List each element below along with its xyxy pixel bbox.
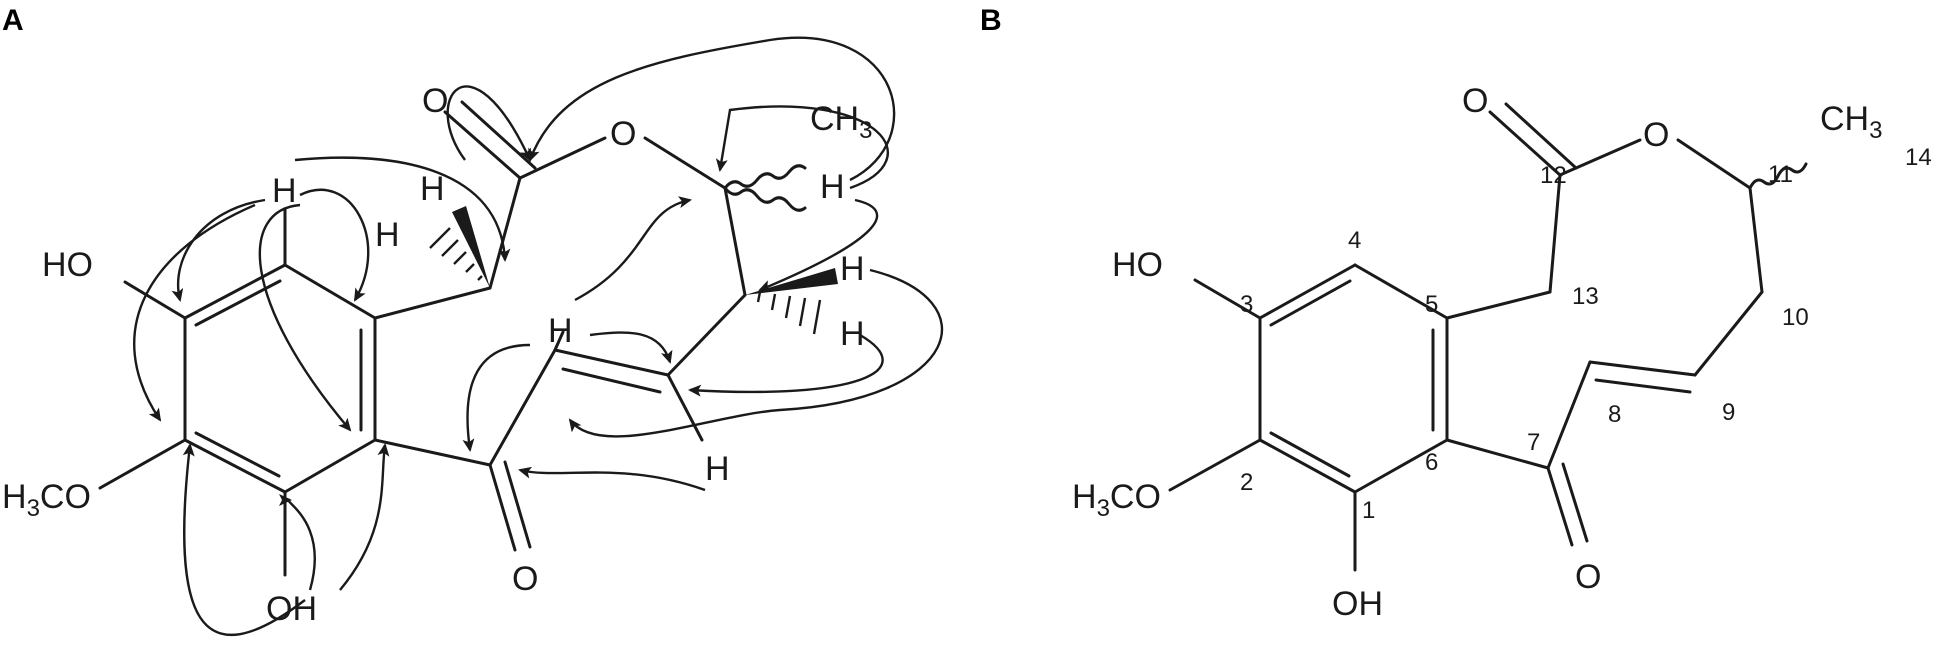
locant-3: 3 xyxy=(1240,291,1253,318)
oh-label-b: OH xyxy=(1332,585,1383,623)
ketone-o-label-a: O xyxy=(512,560,538,598)
benzene-ring-b xyxy=(1258,263,1449,494)
wavy-bond-ch3-b xyxy=(1748,162,1808,190)
h3co-sub-b: 3 xyxy=(1097,495,1110,522)
ester-carbonyl-o-label-a: O xyxy=(422,82,448,120)
methyl-label-b: CH3 xyxy=(1820,100,1882,144)
wedge-ch2-a xyxy=(452,206,490,288)
hash-ch2-a xyxy=(429,227,483,281)
h3co-h-b: H xyxy=(1072,478,1097,516)
ho-label-a: HO xyxy=(42,246,93,284)
bond-ho-b xyxy=(1193,278,1262,320)
benzene-ring-a xyxy=(183,263,377,494)
locant-14: 14 xyxy=(1905,144,1932,171)
methine-h-label-a: H xyxy=(820,168,845,206)
methyl-c-a: CH xyxy=(810,100,859,138)
locants-b: 1 2 3 4 5 6 7 8 9 10 11 12 13 14 xyxy=(1240,144,1932,524)
olefin-h1-label-a: H xyxy=(548,312,573,350)
ch2-h1-label-a: H xyxy=(420,170,445,208)
bond-ome-b xyxy=(1168,438,1262,492)
locant-8: 8 xyxy=(1608,401,1621,428)
h3co-tail-a: CO xyxy=(40,478,91,516)
hmbc-arrows-a xyxy=(133,36,944,637)
wedge-ch2b-a xyxy=(745,268,838,295)
wavy-bond-ch3-a xyxy=(723,164,807,190)
h3co-label-b: H3CO xyxy=(1072,478,1161,522)
h3co-label-a: H3CO xyxy=(2,478,91,522)
panel-label-a: A xyxy=(2,4,24,37)
ester-o-label-b: O xyxy=(1643,116,1669,154)
ester-carbonyl-o-label-b: O xyxy=(1462,82,1488,120)
h3co-tail-b: CO xyxy=(1110,478,1161,516)
locant-12: 12 xyxy=(1540,162,1567,189)
locant-1: 1 xyxy=(1362,497,1375,524)
locant-11: 11 xyxy=(1768,161,1793,188)
bond-ome-a xyxy=(98,438,187,490)
locant-5: 5 xyxy=(1425,291,1438,318)
olefin-h2-label-a: H xyxy=(705,450,730,488)
ring-h-label-a: H xyxy=(272,172,297,210)
h3co-h-a: H xyxy=(2,478,27,516)
locant-4: 4 xyxy=(1348,227,1361,254)
ester-o-label-a: O xyxy=(610,115,636,153)
methyl-sub-a: 3 xyxy=(859,117,872,144)
ch2b-h2-label-a: H xyxy=(840,315,865,353)
methyl-sub-b: 3 xyxy=(1869,117,1882,144)
locant-9: 9 xyxy=(1722,399,1735,426)
locant-2: 2 xyxy=(1240,469,1253,496)
ketone-o-label-b: O xyxy=(1575,558,1601,596)
methyl-c-b: CH xyxy=(1820,100,1869,138)
methyl-label-a: CH3 xyxy=(810,100,872,144)
locant-6: 6 xyxy=(1425,449,1438,476)
hash-ch2b-a xyxy=(756,291,822,335)
ch2-h2-label-a: H xyxy=(375,216,400,254)
panel-label-b: B xyxy=(980,4,1002,37)
h3co-sub-a: 3 xyxy=(27,495,40,522)
structure-a: HO H3CO OH H O O CH3 H H H H H H H O xyxy=(2,36,944,637)
locant-13: 13 xyxy=(1572,283,1599,310)
bond-ho-a xyxy=(123,280,187,320)
wavy-bond-h-a xyxy=(723,186,807,212)
structure-b: HO H3CO OH O O CH3 O 1 2 3 4 5 6 7 8 9 1… xyxy=(1072,82,1932,623)
ch2b-h1-label-a: H xyxy=(840,250,865,288)
locant-10: 10 xyxy=(1782,304,1809,331)
ho-label-b: HO xyxy=(1112,246,1163,284)
locant-7: 7 xyxy=(1527,429,1540,456)
